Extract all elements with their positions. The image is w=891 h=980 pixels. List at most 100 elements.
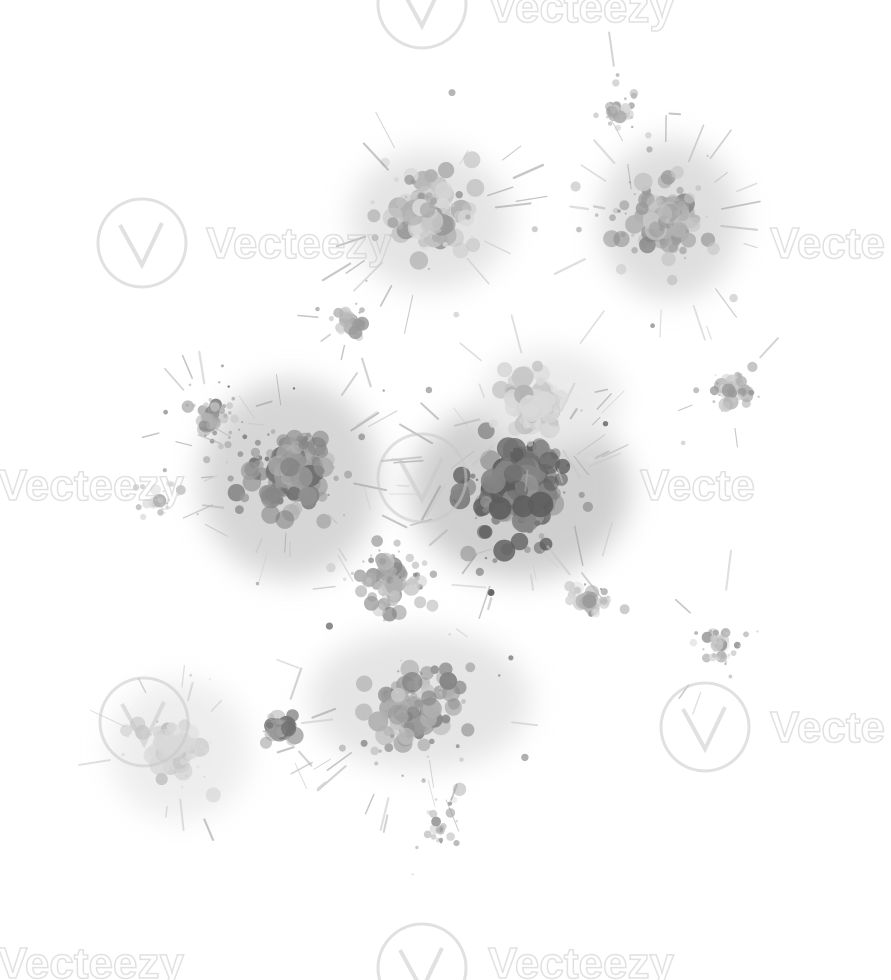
ink-drop (378, 749, 382, 753)
ink-drop (573, 586, 581, 594)
ink-drop (382, 606, 397, 622)
ink-drop (470, 473, 476, 479)
ink-drop (405, 553, 414, 563)
ink-streak (298, 750, 313, 767)
ink-drop (365, 577, 373, 584)
ink-drop (693, 387, 700, 394)
ink-drop (448, 633, 451, 636)
ink-drop (421, 690, 437, 706)
ink-drop (406, 680, 417, 691)
ink-streak (197, 434, 222, 445)
ink-drop (438, 837, 444, 843)
ink-drop (665, 218, 670, 223)
ink-streak (202, 504, 225, 509)
ink-streak (588, 452, 622, 467)
splatter-cluster (297, 279, 372, 388)
ink-drop (446, 832, 455, 841)
watermark-text: Vecteezy (0, 939, 184, 980)
ink-drop (729, 293, 738, 303)
ink-drop (142, 498, 153, 509)
ink-drop (724, 629, 728, 633)
ink-drop (721, 628, 731, 638)
ink-streak (450, 783, 458, 801)
ink-drop (200, 744, 204, 748)
ink-drop (738, 644, 741, 648)
ink-drop (736, 394, 743, 401)
ink-drop (612, 207, 619, 214)
ink-drop (192, 403, 196, 408)
ink-drop (455, 744, 460, 749)
ink-drop (475, 478, 479, 481)
ink-drop (602, 421, 609, 427)
ink-drop (165, 502, 169, 505)
ink-drop (512, 495, 535, 518)
ink-streak (484, 240, 511, 255)
ink-drop (195, 765, 199, 769)
ink-drop (387, 704, 408, 725)
ink-drop (371, 535, 383, 547)
ink-drop (356, 675, 373, 692)
ink-drop (327, 493, 330, 497)
ink-drop (683, 256, 687, 260)
ink-drop (425, 386, 433, 394)
ink-drop (514, 366, 535, 386)
ink-drop (667, 274, 678, 286)
ink-drop (635, 201, 649, 215)
ink-streak (494, 202, 532, 209)
ink-drop (350, 571, 354, 576)
watermark-text: Vecteezy (488, 939, 674, 980)
ink-drop (206, 421, 215, 430)
ink-streak (290, 761, 313, 775)
ink-streak (709, 129, 732, 160)
ink-drop (421, 778, 426, 783)
ink-streak (451, 583, 487, 589)
splatter-cluster (312, 483, 492, 638)
ink-drop (382, 389, 385, 392)
ink-streak (393, 459, 424, 464)
ink-streak (300, 718, 334, 725)
ink-drop (695, 185, 702, 192)
ink-drop (359, 307, 365, 313)
ink-drop (393, 539, 401, 547)
ink-drop (355, 316, 369, 331)
ink-drop (429, 823, 441, 835)
ink-streak (579, 310, 605, 344)
ink-drop (338, 744, 346, 752)
ink-drop (716, 650, 727, 660)
ink-drop (705, 215, 708, 218)
watermark-v-icon (120, 701, 166, 749)
ink-streak (276, 746, 295, 754)
ink-drop (538, 533, 545, 540)
ink-streak (425, 483, 446, 518)
ink-drop (659, 227, 664, 232)
ink-drop (631, 247, 638, 254)
ink-drop (445, 808, 456, 818)
ink-streak (90, 709, 126, 727)
ink-streak (721, 200, 761, 210)
ink-drop (280, 721, 297, 737)
ink-drop (593, 112, 599, 119)
ink-streak (692, 305, 706, 341)
ink-streak (316, 765, 347, 792)
ink-drop (519, 395, 542, 418)
ink-drop (402, 578, 420, 596)
ink-drop (702, 648, 705, 651)
ink-drop (534, 520, 541, 527)
ink-drop (430, 833, 437, 840)
ink-streak (562, 449, 582, 480)
ink-drop (534, 399, 550, 415)
ink-streak (379, 797, 390, 831)
ink-drop (706, 154, 709, 158)
ink-drop (383, 619, 386, 622)
ink-drop (580, 409, 583, 412)
ink-drop (228, 411, 232, 415)
ink-drop (218, 407, 225, 414)
watermark-v-icon (398, 947, 444, 980)
ink-streak (198, 350, 206, 385)
ink-drop (230, 414, 239, 424)
ink-drop (426, 599, 439, 612)
ink-drop (448, 697, 460, 710)
ink-drop (298, 486, 318, 506)
ink-drop (328, 315, 334, 322)
ink-drop (333, 475, 339, 481)
